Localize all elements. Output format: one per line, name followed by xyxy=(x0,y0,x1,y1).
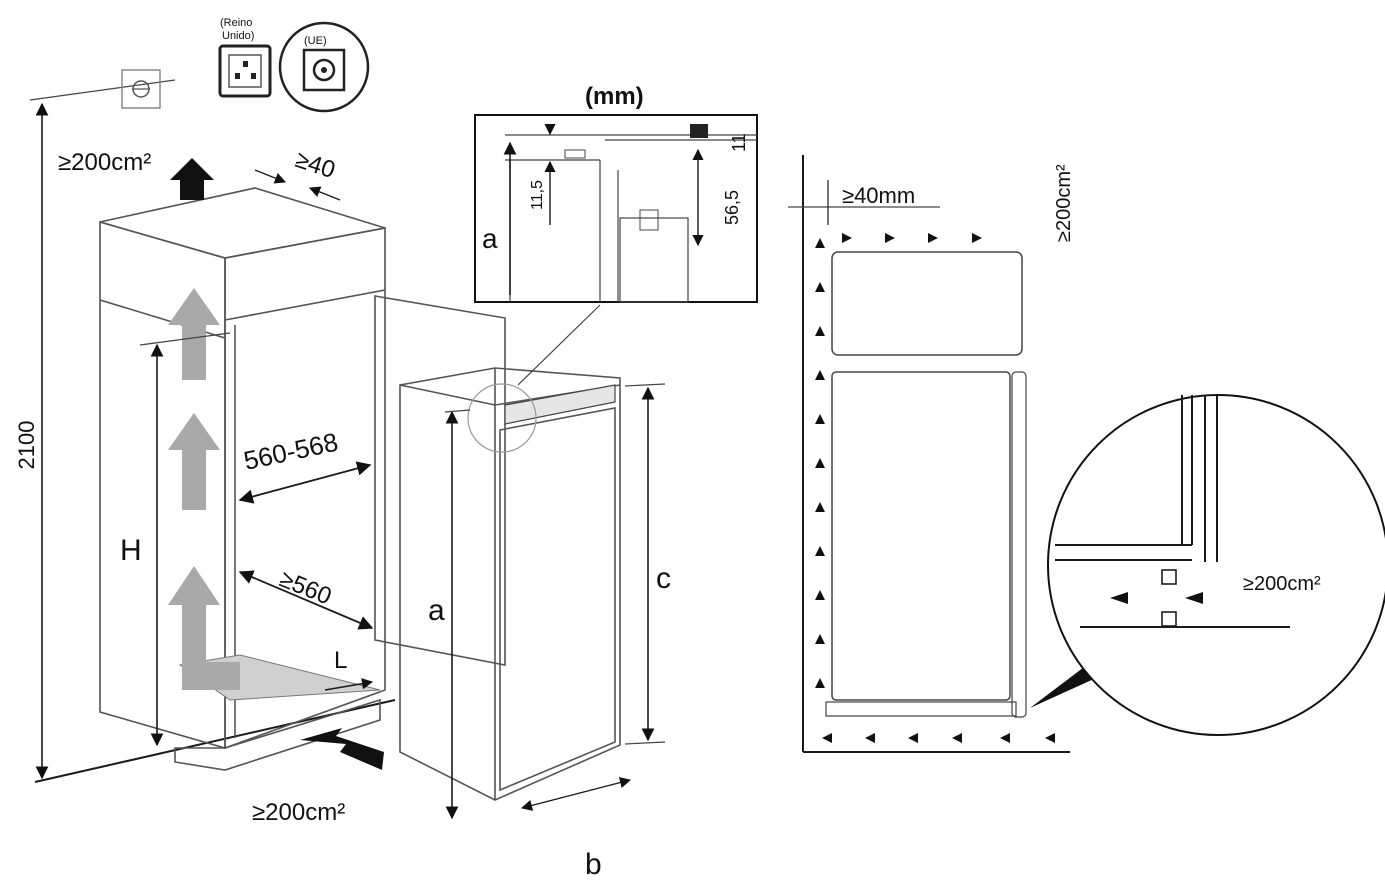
vent-top-arrow-icon xyxy=(170,158,214,200)
detail-box xyxy=(474,114,758,303)
wall-outlet-icon xyxy=(121,69,161,109)
b-label: b xyxy=(585,848,602,881)
width-range-label: 560-568 xyxy=(241,427,341,476)
vent-top-label: ≥200cm² xyxy=(58,149,151,176)
eu-socket-icon xyxy=(278,21,370,113)
side-gap-label: ≥40mm xyxy=(842,183,915,208)
c-label: c xyxy=(656,562,671,595)
detail-a-label: a xyxy=(482,223,498,254)
dim-11-5-label: 11,5 xyxy=(529,180,546,210)
unit-label: (mm) xyxy=(585,83,644,110)
height-dimension-2100: 2100 xyxy=(14,102,49,780)
a-label: a xyxy=(428,594,445,627)
top-gap-label: ≥40 xyxy=(292,146,338,184)
vent-bottom-label: ≥200cm² xyxy=(252,799,345,826)
vent-bottom-arrow-icon xyxy=(300,728,384,770)
eu-socket-label: (UE) xyxy=(304,35,327,47)
appliance-drawing xyxy=(399,304,621,801)
dim-11-label: 11 xyxy=(729,133,749,152)
airflow-arrows-icon xyxy=(168,288,240,690)
dim-56-5-label: 56,5 xyxy=(722,190,742,225)
uk-socket-label-2: Unido) xyxy=(222,30,254,42)
uk-socket-icon xyxy=(218,44,272,98)
side-section-drawing xyxy=(788,155,1070,753)
side-airflow-arrows-icon xyxy=(815,233,1055,743)
h-label: H xyxy=(120,534,142,567)
side-vent-top-label: ≥200cm² xyxy=(1053,164,1075,242)
uk-socket-label-1: (Reino xyxy=(220,17,252,29)
side-vent-bottom-label: ≥200cm² xyxy=(1243,573,1321,595)
l-label: L xyxy=(334,647,347,674)
depth-min-label: ≥560 xyxy=(276,566,335,611)
cabinet-niche-drawing xyxy=(29,79,506,783)
zoom-detail-circle xyxy=(1030,394,1385,736)
height-total-label: 2100 xyxy=(14,421,39,470)
